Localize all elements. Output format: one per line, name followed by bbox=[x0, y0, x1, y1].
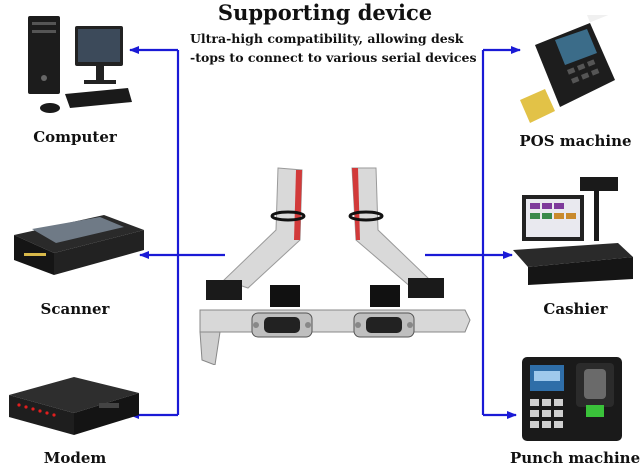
diagram-title: Supporting device bbox=[217, 0, 433, 25]
flatbed-scanner-icon bbox=[14, 215, 144, 275]
modem-icon bbox=[9, 377, 139, 435]
fingerprint-punch-clock-icon bbox=[522, 357, 622, 441]
subtitle-line-1: Ultra-high compatibility, allowing desk bbox=[190, 31, 464, 46]
device-label-computer: Computer bbox=[33, 128, 117, 146]
pos-terminal-icon bbox=[520, 15, 615, 123]
device-label-scanner: Scanner bbox=[40, 300, 110, 318]
diagram-subtitle: Ultra-high compatibility, allowing desk … bbox=[190, 29, 477, 67]
device-label-pos-machine: POS machine bbox=[519, 132, 632, 150]
device-label-modem: Modem bbox=[43, 449, 107, 467]
cash-register-icon bbox=[513, 177, 633, 285]
device-label-cashier: Cashier bbox=[543, 300, 608, 318]
serial-port-bracket-card-icon bbox=[199, 167, 471, 365]
desktop-computer-icon bbox=[28, 16, 132, 113]
subtitle-line-2: -tops to connect to various serial devic… bbox=[190, 50, 477, 65]
device-label-punch-machine: Punch machine bbox=[510, 449, 640, 467]
